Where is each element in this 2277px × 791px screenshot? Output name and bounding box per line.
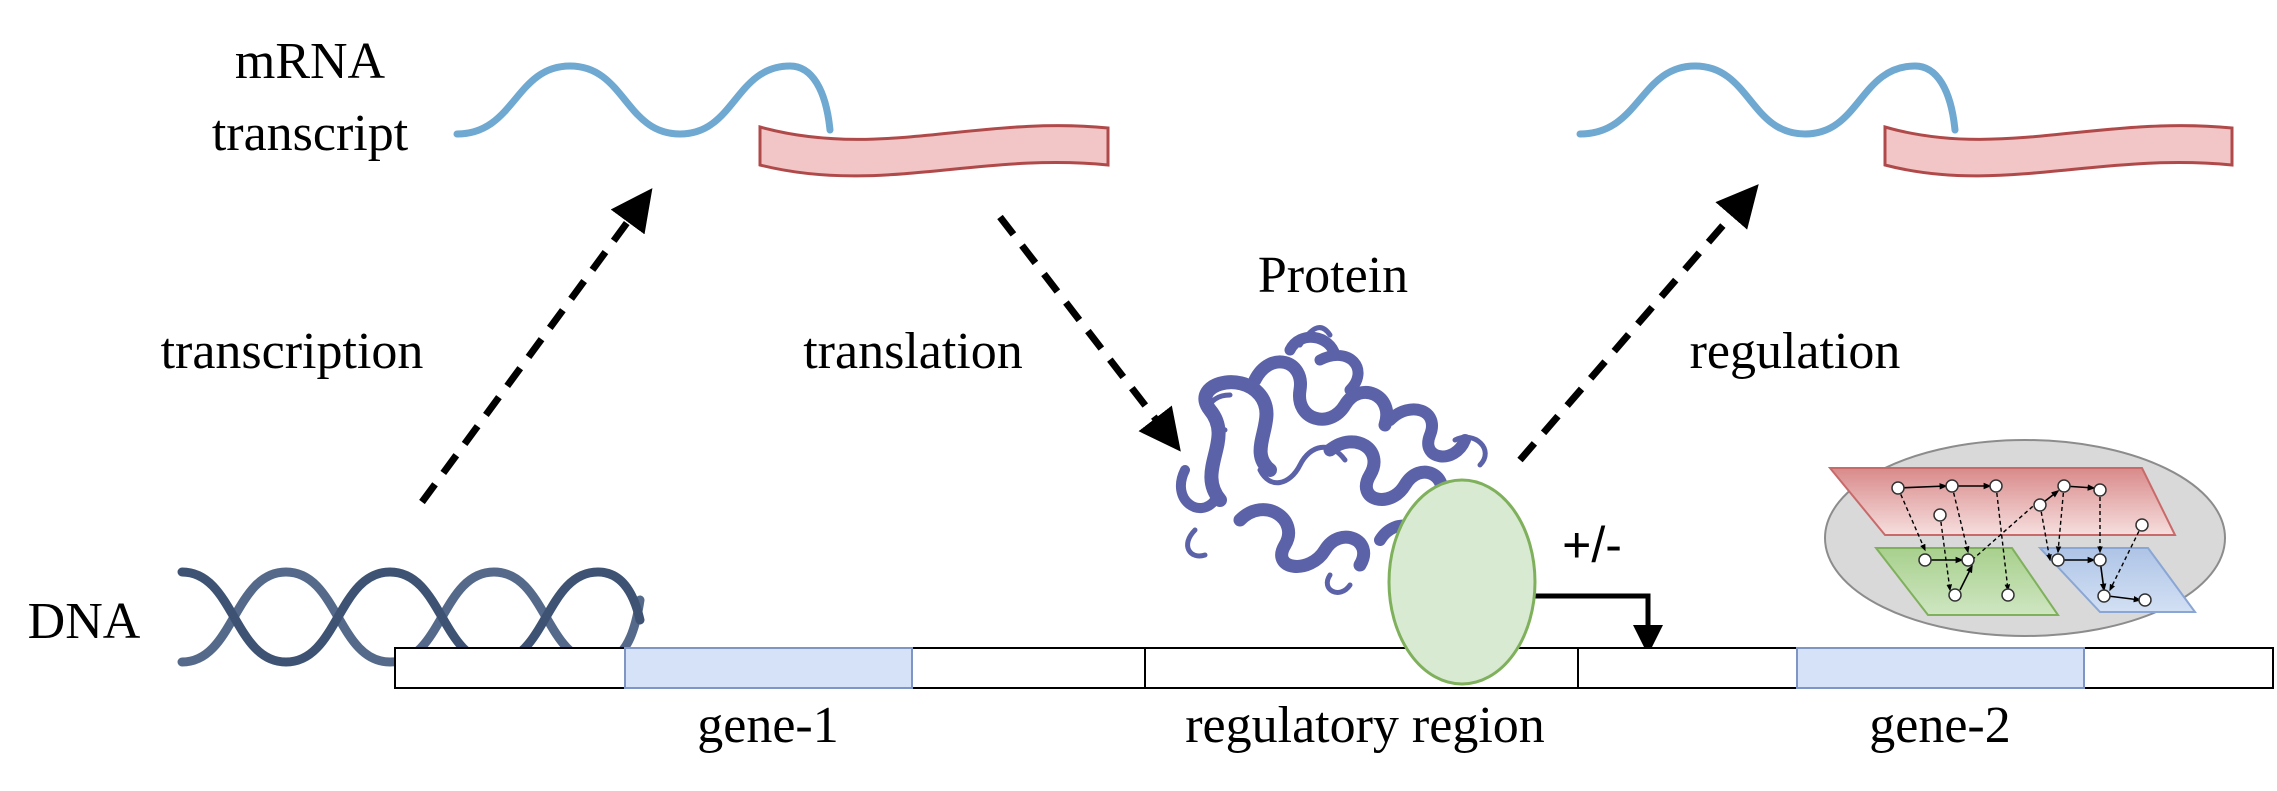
- mrna-label-line1: mRNA: [235, 33, 386, 90]
- translation-label: translation: [803, 323, 1023, 380]
- mrna-label-line2: transcript: [212, 105, 409, 162]
- translation-arrow: [997, 214, 1181, 452]
- mrna-icon-right: [1576, 62, 2234, 178]
- sign-label: +/-: [1562, 517, 1622, 573]
- gene-2-label: gene-2: [1869, 697, 2010, 754]
- gene-network-icon: [1824, 439, 2226, 637]
- transcription-arrow: [419, 188, 653, 505]
- regulation-arrow: [1517, 184, 1759, 463]
- regulatory-region-label: regulatory region: [1185, 697, 1545, 754]
- mrna-icon-left: [453, 62, 1110, 178]
- promoter-arrow: [1535, 593, 1663, 655]
- regulation-label: regulation: [1690, 323, 1901, 380]
- gene-1-segment: [624, 647, 913, 689]
- transcription-factor: [1387, 478, 1537, 686]
- gene-1-label: gene-1: [697, 697, 838, 754]
- dna-label: DNA: [28, 593, 141, 650]
- gene-2-segment: [1796, 647, 2085, 689]
- protein-label: Protein: [1258, 247, 1408, 304]
- transcription-label: transcription: [161, 323, 424, 380]
- genome-bar: [394, 647, 2274, 689]
